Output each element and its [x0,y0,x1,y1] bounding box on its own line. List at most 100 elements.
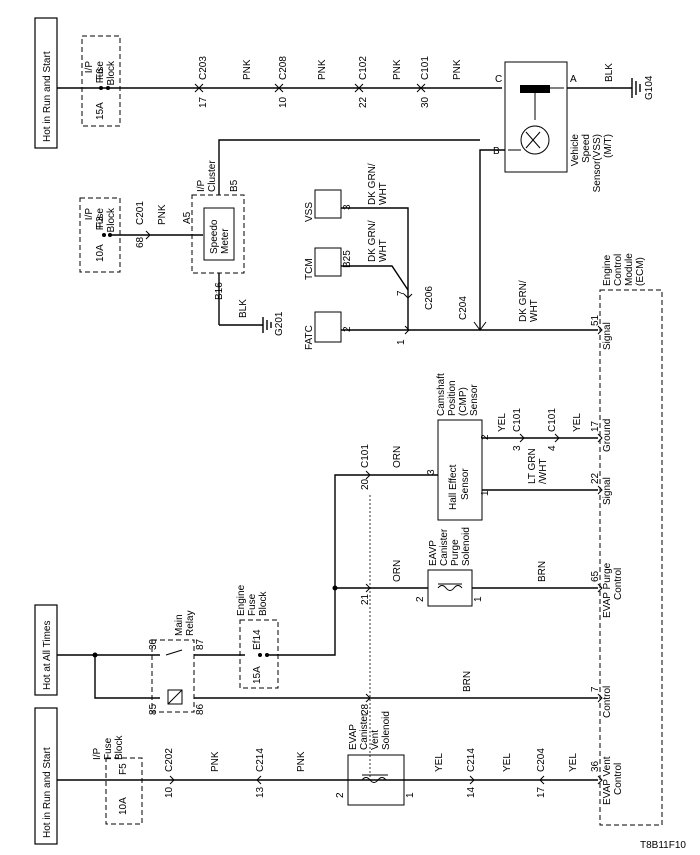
svg-text:ORN: ORN [392,446,403,468]
svg-text:Cluster: Cluster [207,160,218,192]
svg-text:BRN: BRN [462,671,473,692]
svg-text:Fuse: Fuse [95,61,106,84]
svg-text:15A: 15A [95,102,106,120]
svg-text:85: 85 [148,703,159,715]
svg-text:10A: 10A [95,244,106,262]
svg-text:C206: C206 [424,286,435,310]
svg-text:Signal: Signal [602,477,613,505]
tcm-box: TCM B25 [304,247,353,280]
svg-text:Sensor: Sensor [460,468,471,500]
svg-text:C214: C214 [255,748,266,772]
power-label-run-start-top: Hot in Run and Start [34,17,58,149]
svg-text:YEL: YEL [434,753,445,772]
svg-text:C214: C214 [466,748,477,772]
svg-text:I/P: I/P [196,179,207,192]
svg-text:3: 3 [342,204,353,210]
svg-text:Purge: Purge [450,539,461,566]
svg-text:B25: B25 [342,250,353,268]
svg-text:/WHT: /WHT [538,458,549,484]
svg-text:YEL: YEL [502,753,513,772]
power-label-run-start-bottom: Hot in Run and Start [34,707,58,845]
svg-text:EVAP Purge: EVAP Purge [602,562,613,618]
svg-text:Block: Block [114,735,125,760]
svg-text:Engine: Engine [236,584,247,616]
svg-text:Block: Block [258,591,269,616]
svg-text:C201: C201 [135,201,146,225]
svg-text:Module: Module [624,253,635,286]
svg-text:Fuse: Fuse [95,208,106,231]
svg-text:3: 3 [426,469,437,475]
svg-text:B: B [493,146,500,157]
svg-text:YEL: YEL [572,413,583,432]
svg-text:I/P: I/P [92,747,103,760]
svg-text:Ef14: Ef14 [252,629,263,650]
svg-text:Block: Block [106,60,117,85]
evap-vent-solenoid: EVAP Canister Vent Solenoid 2 1 [335,711,416,806]
svg-text:Signal: Signal [602,322,613,350]
svg-text:17: 17 [590,420,601,432]
vss-sensor: C A B Vehicle Speed Sensor(VSS) (M/T) [493,61,614,192]
svg-text:28: 28 [360,703,371,715]
fuse-ef14: Engine Fuse Block Ef14 15A [236,584,279,689]
svg-text:87: 87 [195,638,206,650]
svg-text:10: 10 [164,786,175,798]
svg-text:14: 14 [466,786,477,798]
svg-text:Sensor: Sensor [469,384,480,416]
svg-text:C101: C101 [547,408,558,432]
cmp-sensor: Hall Effect Sensor Camshaft Position (CM… [426,373,491,521]
ecm-module: Engine Control Module (ECM) [599,253,663,826]
svg-text:1: 1 [396,339,407,345]
svg-text:22: 22 [358,96,369,108]
svg-text:C203: C203 [198,56,209,80]
svg-text:(CMP): (CMP) [458,387,469,416]
svg-text:Fuse: Fuse [247,593,258,616]
svg-text:Speed: Speed [581,134,592,163]
svg-text:Solenoid: Solenoid [461,527,472,566]
svg-text:FATC: FATC [304,325,315,350]
svg-text:17: 17 [198,96,209,108]
svg-text:EAVP: EAVP [428,540,439,566]
svg-text:36: 36 [590,760,601,772]
fuse-f6: I/P Fuse Block F6 15A [81,35,121,127]
svg-text:17: 17 [536,786,547,798]
svg-text:WHT: WHT [378,239,389,262]
svg-text:Sensor(VSS): Sensor(VSS) [592,134,603,192]
svg-text:Main: Main [174,614,185,636]
svg-text:F6: F6 [95,68,106,80]
power-label-all-times: Hot at All Times [34,604,58,696]
svg-text:Relay: Relay [185,610,196,636]
svg-text:Vent: Vent [370,730,381,750]
svg-text:BRN: BRN [537,561,548,582]
svg-text:BLK: BLK [604,63,615,82]
svg-text:F5: F5 [118,763,129,775]
svg-text:A5: A5 [182,211,193,224]
svg-text:68: 68 [135,236,146,248]
svg-text:YEL: YEL [497,413,508,432]
svg-text:ORN: ORN [392,560,403,582]
svg-text:C101: C101 [360,444,371,468]
svg-text:DK GRN/: DK GRN/ [367,163,378,205]
svg-text:F3: F3 [95,216,106,228]
svg-text:TCM: TCM [304,258,315,280]
svg-text:Vehicle: Vehicle [570,134,581,167]
svg-text:2: 2 [335,792,346,798]
svg-text:3: 3 [512,445,523,451]
svg-text:13: 13 [255,786,266,798]
svg-text:Ground: Ground [602,419,613,452]
svg-text:Solenoid: Solenoid [381,711,392,750]
svg-text:Control: Control [613,568,624,600]
svg-text:C202: C202 [164,748,175,772]
evap-purge-solenoid: EAVP Canister Purge Solenoid 2 1 [415,527,484,607]
svg-text:C101: C101 [512,408,523,432]
svg-text:G201: G201 [274,311,285,336]
svg-text:C102: C102 [358,56,369,80]
instrument-cluster: Speedo Meter I/P Cluster B5 A5 B16 [182,160,245,300]
svg-text:Camshaft: Camshaft [436,373,447,416]
svg-text:Hot in Run and Start: Hot in Run and Start [42,747,53,838]
svg-text:7: 7 [396,290,407,296]
svg-text:PNK: PNK [210,751,221,772]
svg-text:2: 2 [480,434,491,440]
svg-text:A: A [570,74,577,85]
svg-text:Hot at All Times: Hot at All Times [42,621,53,690]
svg-text:(ECM): (ECM) [635,257,646,286]
